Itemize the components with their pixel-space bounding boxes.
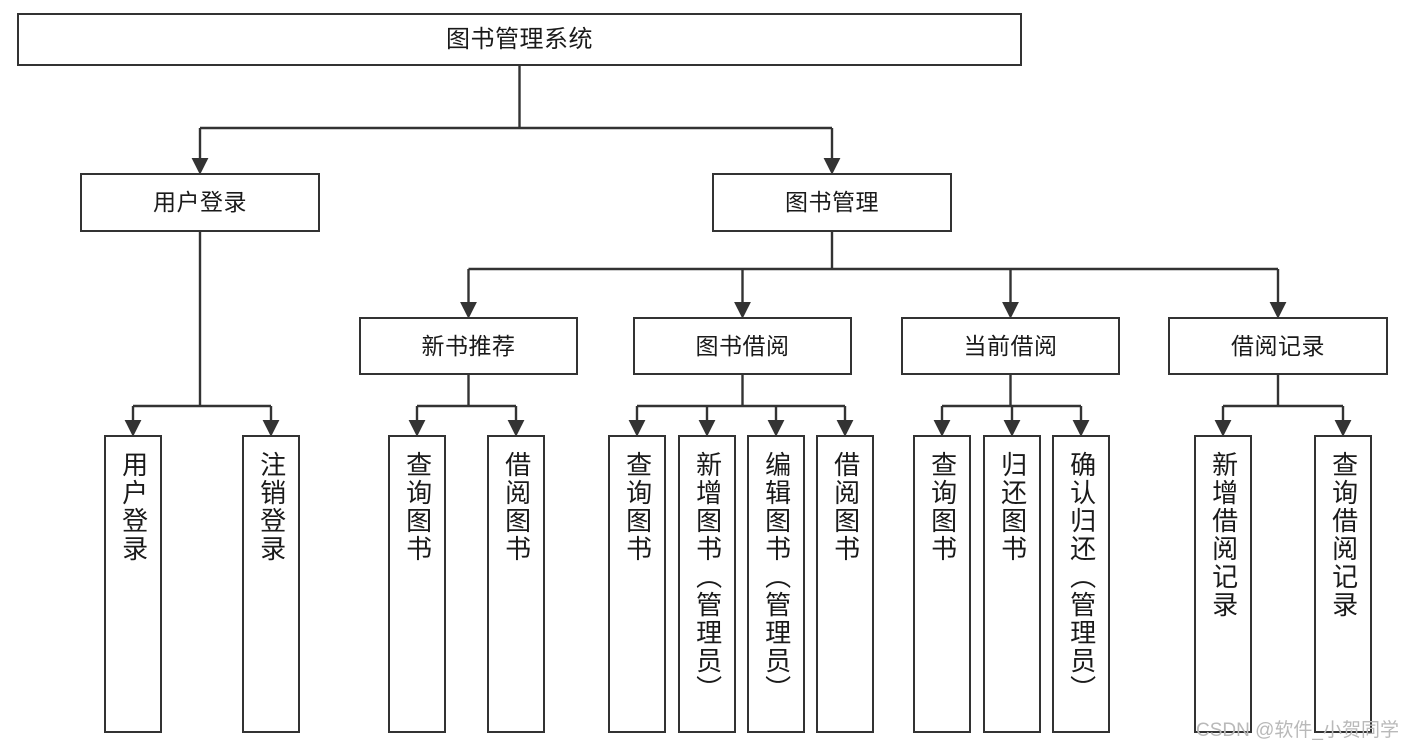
node-new-book-recommend[interactable]: 新书推荐 bbox=[359, 317, 578, 375]
node-leaf-borrow-borrow-book[interactable]: 借阅图书 bbox=[816, 435, 874, 733]
node-leaf-user-logout-label: 注销登录 bbox=[256, 451, 287, 563]
node-user-login-label: 用户登录 bbox=[153, 189, 247, 216]
node-new-book-recommend-label: 新书推荐 bbox=[421, 332, 516, 359]
node-leaf-borrow-borrow-book-label: 借阅图书 bbox=[830, 451, 861, 563]
node-leaf-user-login[interactable]: 用户登录 bbox=[104, 435, 162, 733]
node-leaf-current-return-book[interactable]: 归还图书 bbox=[983, 435, 1041, 733]
node-leaf-borrow-query-book-label: 查询图书 bbox=[622, 451, 653, 563]
node-book-borrow[interactable]: 图书借阅 bbox=[633, 317, 852, 375]
node-root[interactable]: 图书管理系统 bbox=[17, 13, 1022, 66]
node-leaf-borrow-edit-book[interactable]: 编辑图书（管理员） bbox=[747, 435, 805, 733]
node-current-borrow[interactable]: 当前借阅 bbox=[901, 317, 1120, 375]
node-leaf-record-query[interactable]: 查询借阅记录 bbox=[1314, 435, 1372, 733]
node-borrow-record-label: 借阅记录 bbox=[1231, 332, 1325, 359]
node-leaf-recommend-borrow-book-label: 借阅图书 bbox=[501, 451, 532, 563]
node-root-label: 图书管理系统 bbox=[446, 25, 593, 53]
node-current-borrow-label: 当前借阅 bbox=[963, 332, 1058, 359]
node-book-manage[interactable]: 图书管理 bbox=[712, 173, 952, 232]
node-leaf-record-add-label: 新增借阅记录 bbox=[1208, 451, 1239, 619]
node-leaf-record-query-label: 查询借阅记录 bbox=[1328, 451, 1359, 619]
node-leaf-borrow-edit-book-label: 编辑图书（管理员） bbox=[761, 451, 792, 703]
node-leaf-borrow-add-book[interactable]: 新增图书（管理员） bbox=[678, 435, 736, 733]
node-leaf-current-confirm-return[interactable]: 确认归还（管理员） bbox=[1052, 435, 1110, 733]
node-leaf-recommend-query-book[interactable]: 查询图书 bbox=[388, 435, 446, 733]
node-leaf-record-add[interactable]: 新增借阅记录 bbox=[1194, 435, 1252, 733]
node-leaf-current-query-book-label: 查询图书 bbox=[927, 451, 958, 563]
node-book-manage-label: 图书管理 bbox=[785, 189, 879, 216]
node-leaf-current-return-book-label: 归还图书 bbox=[997, 451, 1028, 563]
node-user-login[interactable]: 用户登录 bbox=[80, 173, 320, 232]
node-book-borrow-label: 图书借阅 bbox=[695, 332, 790, 359]
node-leaf-user-logout[interactable]: 注销登录 bbox=[242, 435, 300, 733]
node-leaf-current-confirm-return-label: 确认归还（管理员） bbox=[1066, 451, 1097, 703]
node-leaf-recommend-borrow-book[interactable]: 借阅图书 bbox=[487, 435, 545, 733]
node-leaf-recommend-query-book-label: 查询图书 bbox=[402, 451, 433, 563]
node-leaf-current-query-book[interactable]: 查询图书 bbox=[913, 435, 971, 733]
node-leaf-user-login-label: 用户登录 bbox=[118, 451, 149, 563]
node-leaf-borrow-query-book[interactable]: 查询图书 bbox=[608, 435, 666, 733]
csdn-watermark: CSDN @软件_小贺同学 bbox=[1196, 720, 1399, 741]
node-leaf-borrow-add-book-label: 新增图书（管理员） bbox=[692, 451, 723, 703]
node-borrow-record[interactable]: 借阅记录 bbox=[1168, 317, 1388, 375]
